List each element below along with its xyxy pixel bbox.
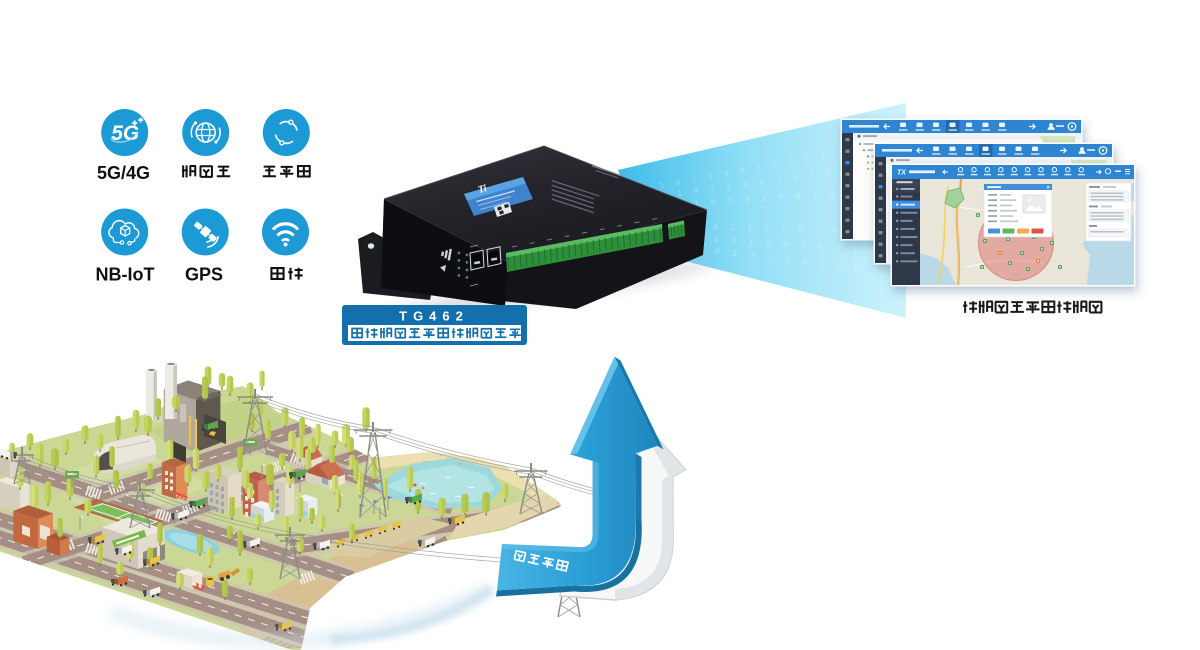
svg-text:GPS: GPS [185, 265, 223, 285]
svg-text:5G/4G: 5G/4G [97, 163, 150, 183]
svg-text:TG462: TG462 [399, 309, 469, 324]
svg-text:NB-IoT: NB-IoT [96, 265, 155, 285]
svg-text:Ti: Ti [477, 183, 488, 196]
svg-text:TX: TX [897, 170, 907, 177]
